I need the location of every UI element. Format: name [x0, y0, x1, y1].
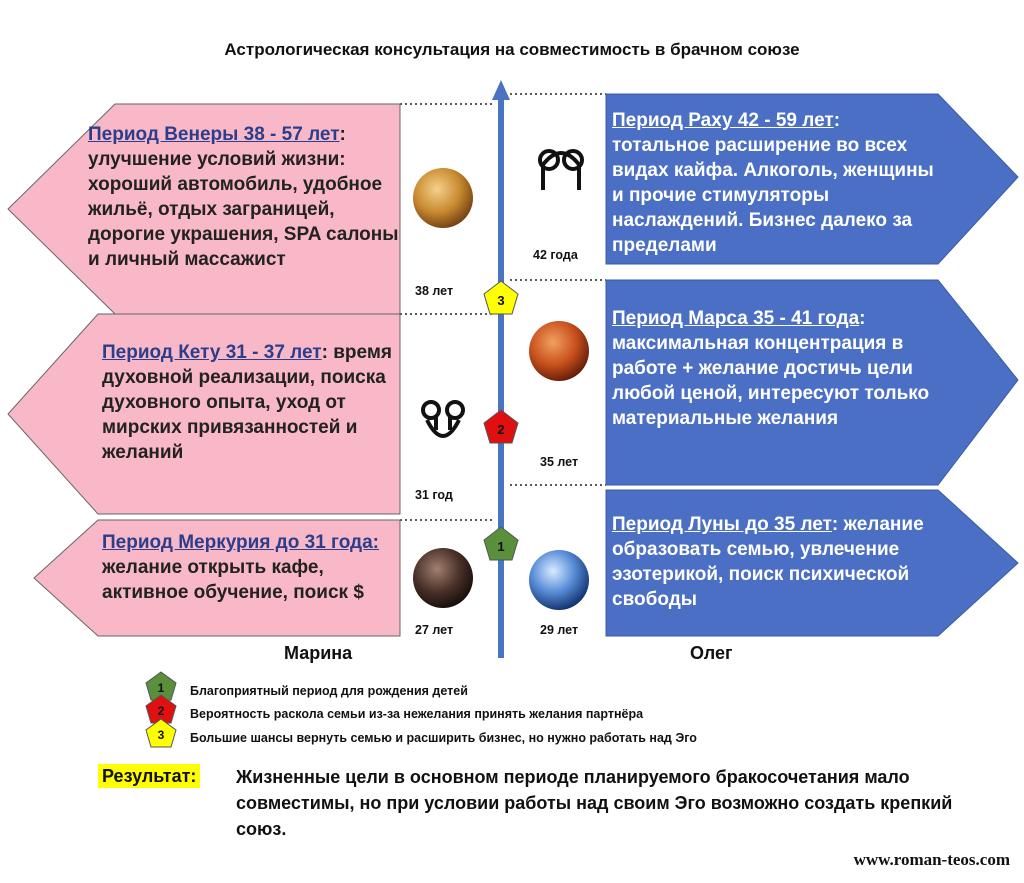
marker-3-icon: 3 — [483, 280, 519, 315]
oleg-moon-text: Период Луны до 35 лет: желание образоват… — [612, 512, 952, 612]
page-title: Астрологическая консультация на совмести… — [224, 40, 800, 59]
marker-2-icon: 2 — [483, 409, 519, 444]
marina-mercury-desc: желание открыть кафе, активное обучение,… — [102, 557, 364, 603]
marina-mercury-text: Период Меркурия до 31 года: желание откр… — [102, 530, 398, 605]
legend-text-3: Большие шансы вернуть семью и расширить … — [190, 731, 697, 745]
oleg-rahu-desc: тотальное расширение во всех видах кайфа… — [612, 135, 934, 256]
rahu-symbol-icon — [538, 149, 584, 190]
marina-ketu-desc: время духовной реализации, поиска духовн… — [102, 342, 392, 463]
oleg-mars-box — [605, 279, 1019, 486]
marina-mercury-heading: Период Меркурия до 31 года: — [102, 532, 380, 553]
oleg-moon-desc: желание образовать семью, увлечение эзот… — [612, 514, 924, 610]
result-text: Жизненные цели в основном периоде планир… — [236, 767, 953, 839]
age-label-rahu: 42 года — [533, 248, 578, 262]
marker-2-label: 2 — [497, 422, 504, 437]
moon-planet-icon — [529, 550, 589, 610]
marker-3-label: 3 — [497, 293, 504, 308]
oleg-mars-desc: максимальная концентрация в работе + жел… — [612, 333, 930, 429]
oleg-mars-colon: : — [859, 308, 866, 329]
marina-venus-desc: улучшение условий жизни: хороший автомоб… — [88, 149, 399, 270]
oleg-moon-heading: Период Луны до 35 лет — [612, 514, 832, 535]
oleg-rahu-box — [605, 93, 1019, 265]
marina-ketu-heading: Период Кету 31 - 37 лет — [102, 342, 322, 363]
legend-marker-1-label: 1 — [158, 681, 165, 695]
oleg-moon-colon: : — [831, 514, 839, 535]
legend-marker-3-icon: 3 — [145, 718, 177, 748]
age-label-moon: 29 лет — [540, 623, 579, 637]
oleg-mars-text: Период Марса 35 - 41 года: максимальная … — [612, 306, 952, 431]
oleg-rahu-text: Период Раху 42 - 59 лет: тотальное расши… — [612, 108, 942, 260]
age-label-mars: 35 лет — [540, 455, 579, 469]
age-label-ketu: 31 год — [415, 488, 453, 502]
oleg-name-label: Олег — [690, 643, 733, 663]
mars-planet-icon — [529, 321, 589, 381]
legend-text-1: Благоприятный период для рождения детей — [190, 684, 468, 698]
marina-venus-colon: : — [339, 124, 346, 145]
marina-ketu-colon: : — [321, 342, 328, 363]
marina-venus-heading: Период Венеры 38 - 57 лет — [88, 124, 340, 145]
marker-1-label: 1 — [497, 539, 504, 554]
oleg-moon-box — [605, 489, 1019, 637]
age-label-mercury: 27 лет — [415, 623, 454, 637]
legend-marker-3-label: 3 — [158, 728, 165, 742]
marina-ketu-text: Период Кету 31 - 37 лет: время духовной … — [102, 340, 398, 465]
marina-venus-text: Период Венеры 38 - 57 лет: улучшение усл… — [88, 122, 400, 272]
marina-ketu-box — [7, 313, 401, 515]
marina-name-label: Марина — [284, 643, 353, 663]
result-label: Результат: — [98, 764, 201, 788]
oleg-rahu-colon: : — [833, 110, 841, 131]
marina-mercury-box — [33, 519, 401, 637]
venus-planet-icon — [413, 168, 473, 228]
legend-text-2: Вероятность раскола семьи из-за нежелани… — [190, 707, 644, 721]
website-url: www.roman-teos.com — [853, 850, 1010, 869]
timeline-arrowhead — [492, 80, 510, 100]
legend-marker-2-label: 2 — [158, 704, 165, 718]
marker-1-icon: 1 — [483, 526, 519, 561]
ketu-symbol-icon — [421, 400, 465, 438]
age-label-venus: 38 лет — [415, 284, 454, 298]
oleg-mars-heading: Период Марса 35 - 41 года — [612, 308, 860, 329]
mercury-planet-icon — [413, 548, 473, 608]
oleg-rahu-heading: Период Раху 42 - 59 лет — [612, 110, 834, 131]
